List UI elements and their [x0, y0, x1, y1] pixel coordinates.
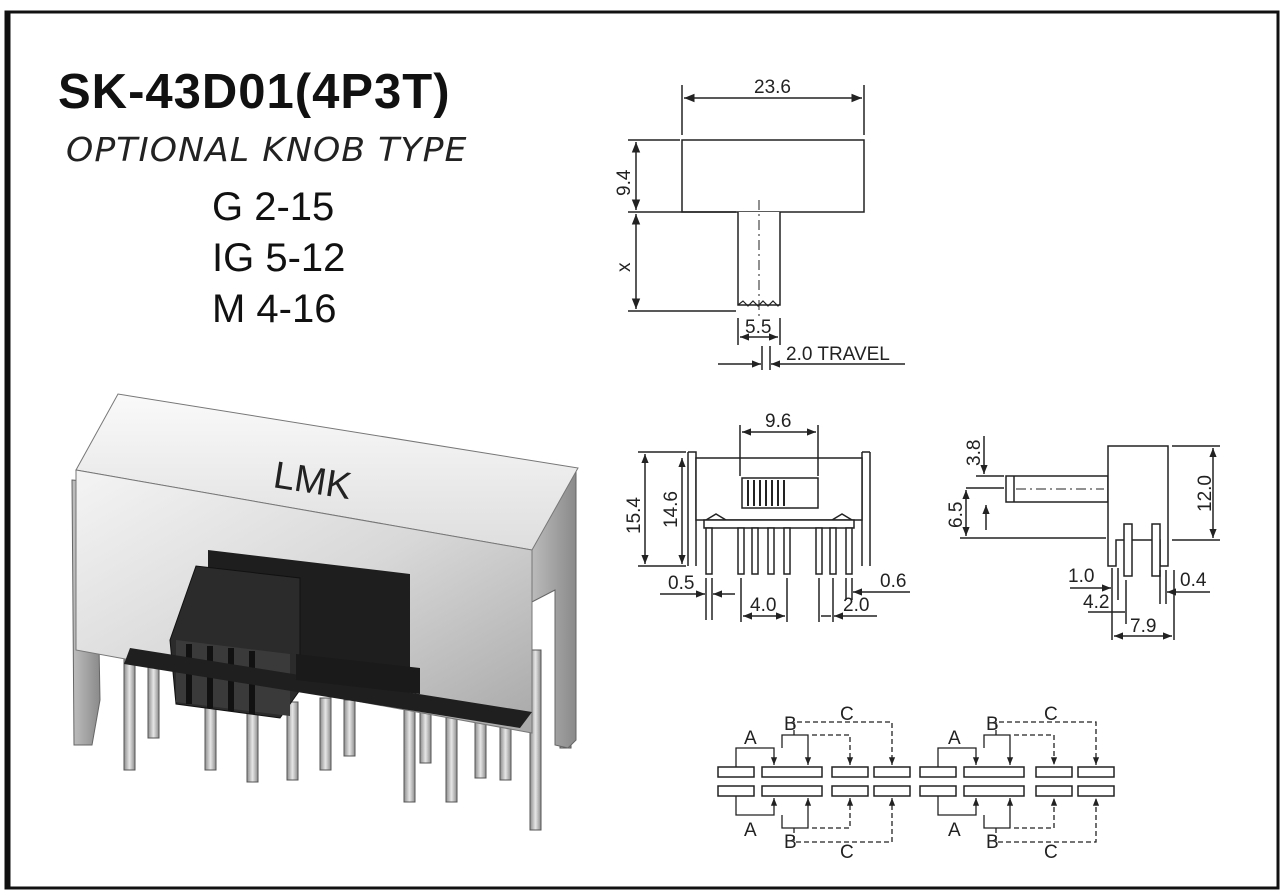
circuit-label-c-bottom: C [1044, 842, 1058, 863]
circuit-label-c-bottom: C [840, 842, 854, 863]
circuit-label-b-top: B [784, 714, 797, 735]
circuit-label-b-bottom: B [986, 832, 999, 853]
dim-pin-thickness: 1.0 [1068, 566, 1094, 587]
dim-offset-top: 3.8 [964, 440, 985, 466]
circuit-diagram-left: A B C A B C [717, 704, 911, 863]
circuit-label-b-bottom: B [784, 832, 797, 853]
dim-shaft-width: 5.5 [745, 317, 771, 338]
dim-pin-gap: 0.4 [1180, 570, 1207, 591]
knob-option: IG 5-12 [212, 236, 346, 280]
circuit-label-c-top: C [840, 704, 854, 725]
dim-body-height: 14.6 [661, 491, 682, 528]
circuit-label-a-top: A [744, 728, 757, 749]
circuit-label-a-bottom: A [744, 820, 757, 841]
switch-photo: LMK [71, 393, 579, 831]
dim-total-height: 15.4 [624, 497, 645, 534]
model-title: SK-43D01(4P3T) [58, 65, 451, 119]
dim-travel: 2.0 TRAVEL [786, 344, 890, 365]
dim-height: 9.4 [614, 169, 635, 196]
knob-dimension-view [628, 85, 905, 370]
circuit-diagram-right: A B C A B C [919, 704, 1115, 863]
dim-height-12: 12.0 [1195, 475, 1216, 512]
dim-outer-pitch: 2.0 [843, 595, 869, 616]
dim-depth: 7.9 [1130, 616, 1156, 637]
dim-pin-width: 0.5 [668, 573, 694, 594]
dim-width: 23.6 [754, 77, 791, 98]
dim-shaft-height: 6.5 [946, 502, 967, 528]
knob-option: M 4-16 [212, 287, 337, 331]
front-dimension-view [638, 425, 910, 622]
knob-type-subtitle: OPTIONAL KNOB TYPE [66, 130, 468, 169]
dim-pin-pitch: 4.0 [750, 595, 776, 616]
side-dimension-view [960, 436, 1220, 640]
dim-shaft-length: x [614, 262, 635, 272]
dim-slot: 9.6 [765, 411, 791, 432]
circuit-label-b-top: B [986, 714, 999, 735]
circuit-label-a-top: A [948, 728, 961, 749]
circuit-label-c-top: C [1044, 704, 1058, 725]
knob-option: G 2-15 [212, 185, 335, 229]
dim-end-pin: 0.6 [880, 571, 906, 592]
circuit-label-a-bottom: A [948, 820, 961, 841]
dim-pin-spacing: 4.2 [1083, 592, 1109, 613]
